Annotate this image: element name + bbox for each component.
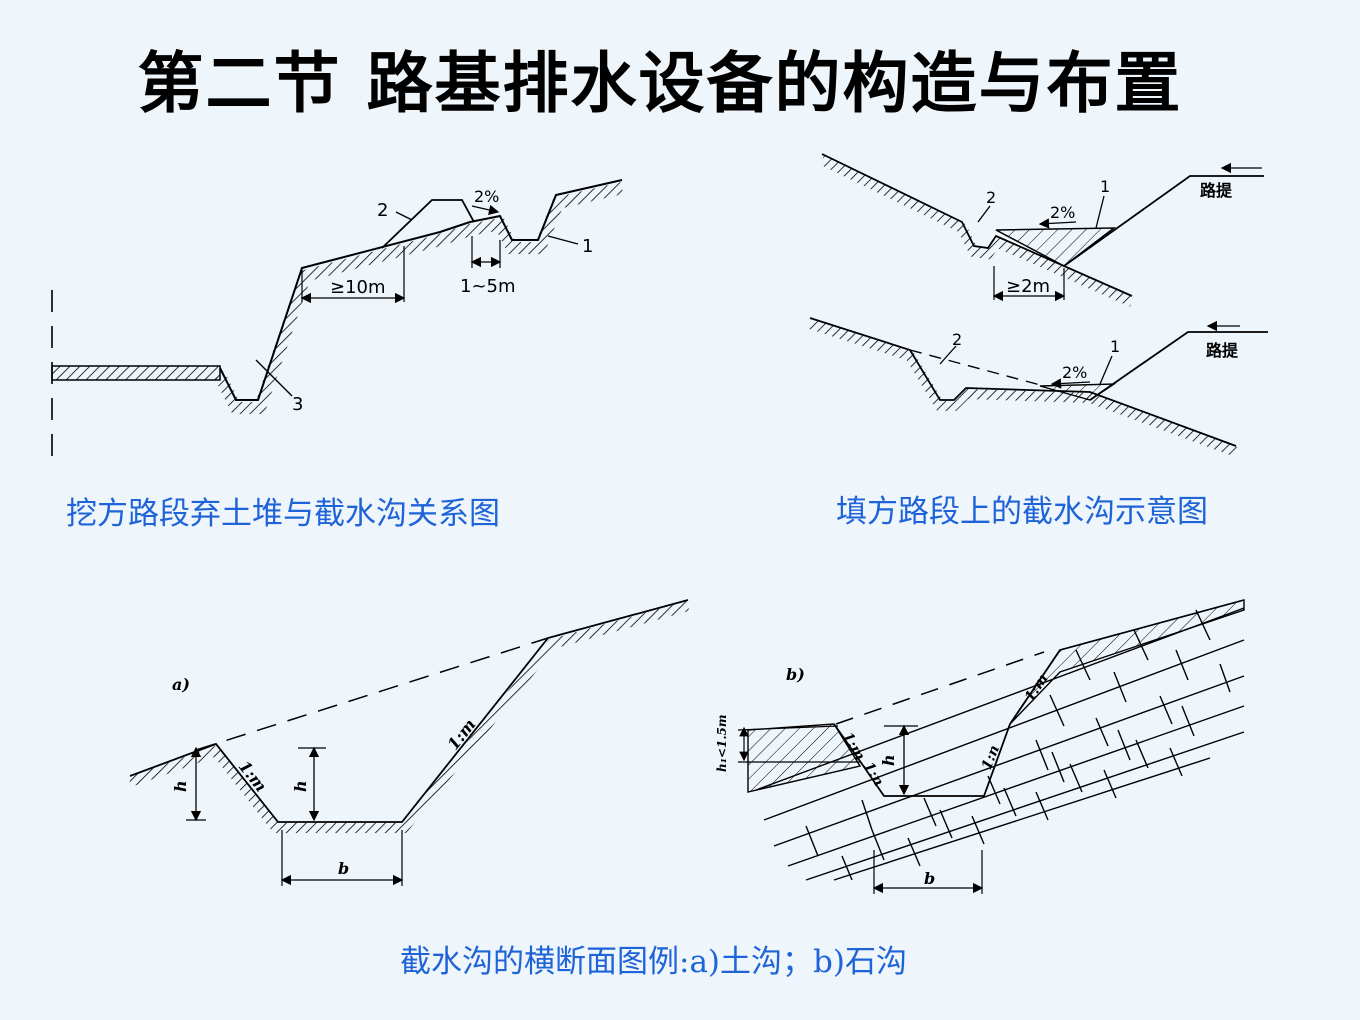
fig2-top-road: 路提: [1200, 181, 1233, 200]
page-title: 第二节 路基排水设备的构造与布置: [137, 44, 1183, 122]
fig2-top-label-1: 1: [1100, 177, 1110, 196]
fig2-bottom-slope: 2%: [1062, 363, 1087, 382]
fig1-label-1: 1: [582, 236, 593, 257]
fig3-caption: 截水沟的横断面图例:a)土沟；b)石沟: [400, 944, 907, 980]
fig2-bottom-label-2: 2: [952, 330, 962, 349]
fig1-label-2: 2: [377, 200, 388, 221]
fig3b-h1: h₁<1.5m: [715, 714, 729, 772]
fig2-bottom-diagram: 路提 2 1 2%: [808, 317, 1268, 457]
fig3b-tag: b): [786, 665, 805, 684]
fig3a-tag: a): [172, 675, 190, 694]
fig3b-slope-n2: 1:n: [979, 743, 1003, 772]
fig2-top-diagram: 路提 2 1 2% ≥2m: [819, 153, 1264, 307]
fig1-diagram: 2 1 3 2% ≥10m 1~5m: [51, 179, 624, 460]
fig2-bottom-road: 路提: [1206, 341, 1239, 360]
fig3b-diagram: b) h₁<1.5m 1:m 1:n h 1:n 1:m b: [715, 599, 1245, 894]
fig2-top-slope: 2%: [1050, 203, 1075, 222]
fig1-slope: 2%: [474, 187, 499, 206]
fig3a-h-left: h: [171, 780, 190, 792]
fig2-top-label-2: 2: [986, 188, 996, 207]
fig1-caption: 挖方路段弃土堆与截水沟关系图: [66, 496, 500, 532]
fig2-top-dim: ≥2m: [1006, 276, 1050, 297]
fig3b-b: b: [924, 869, 935, 888]
fig1-dim-1-5m: 1~5m: [460, 276, 516, 297]
fig3a-diagram: a) h h 1:m 1:m b: [128, 599, 690, 886]
fig2-bottom-label-1: 1: [1110, 337, 1120, 356]
fig1-dim-10m: ≥10m: [330, 277, 386, 298]
fig3a-h-mid: h: [291, 780, 310, 792]
fig1-label-3: 3: [292, 394, 303, 415]
fig3a-b: b: [338, 859, 349, 878]
fig3b-h: h: [879, 754, 898, 766]
fig2-caption: 填方路段上的截水沟示意图: [836, 494, 1208, 530]
